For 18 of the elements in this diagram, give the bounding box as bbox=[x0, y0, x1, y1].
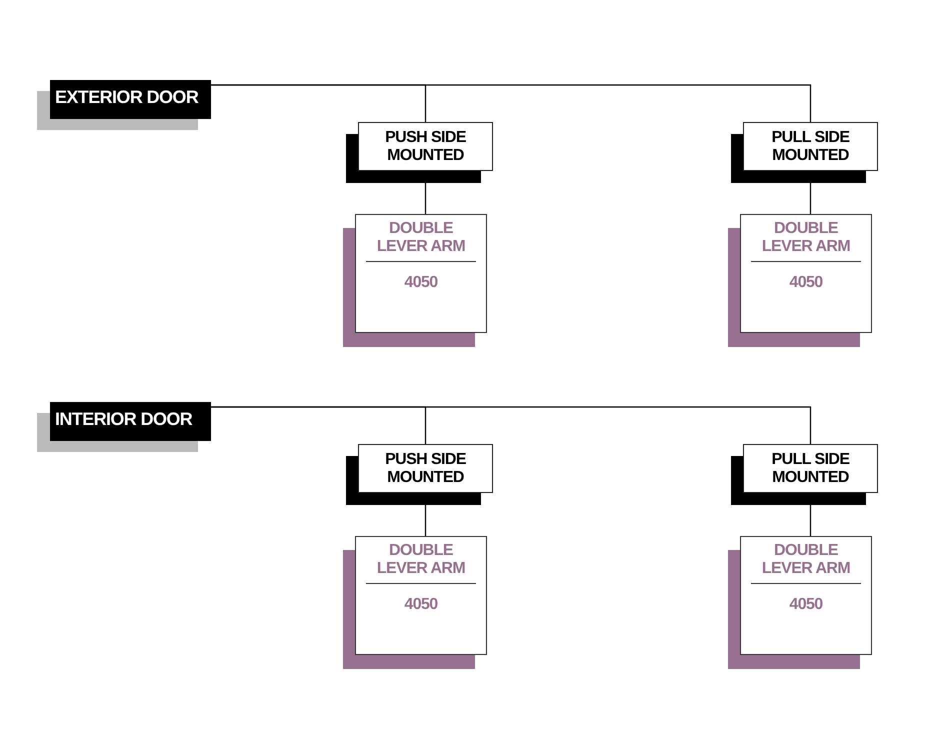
door-type-box bbox=[50, 402, 211, 441]
box-title: PULL SIDE MOUNTED bbox=[770, 450, 850, 486]
box-title: PUSH SIDE MOUNTED bbox=[384, 450, 467, 486]
box-title: DOUBLE LEVER ARM bbox=[376, 220, 466, 256]
box-title: DOUBLE LEVER ARM bbox=[376, 542, 466, 578]
model-number: 4050 bbox=[789, 596, 823, 614]
box-title: DOUBLE LEVER ARM bbox=[760, 220, 852, 256]
box-title: PULL SIDE MOUNTED bbox=[770, 128, 850, 164]
box-title: EXTERIOR DOOR bbox=[55, 87, 198, 108]
box-title: DOUBLE LEVER ARM bbox=[760, 542, 852, 578]
door-type-box bbox=[50, 80, 211, 119]
model-number: 4050 bbox=[404, 596, 438, 614]
connector-line bbox=[211, 84, 812, 122]
model-number: 4050 bbox=[789, 274, 823, 292]
model-number: 4050 bbox=[404, 274, 438, 292]
connector-line bbox=[211, 406, 812, 444]
box-title: PUSH SIDE MOUNTED bbox=[384, 128, 467, 164]
box-title: INTERIOR DOOR bbox=[55, 409, 192, 430]
